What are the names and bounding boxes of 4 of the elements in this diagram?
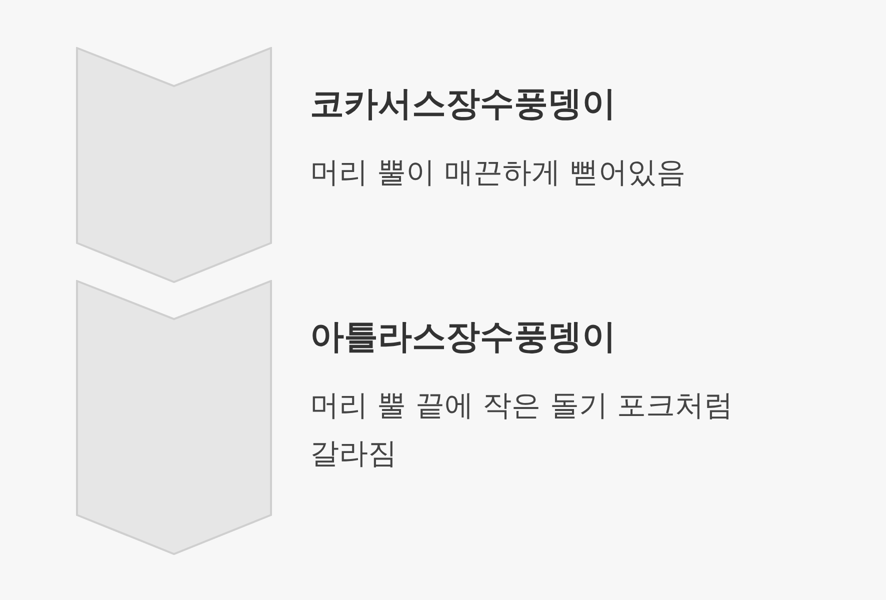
description-text: 머리 뿔 끝에 작은 돌기 포크처럼 갈라짐 bbox=[310, 387, 734, 472]
description-text: 머리 뿔이 매끈하게 뻗어있음 bbox=[310, 154, 687, 191]
heading-text: 코카서스장수풍뎅이 bbox=[310, 83, 617, 126]
heading-text: 아틀라스장수풍뎅이 bbox=[310, 316, 617, 359]
